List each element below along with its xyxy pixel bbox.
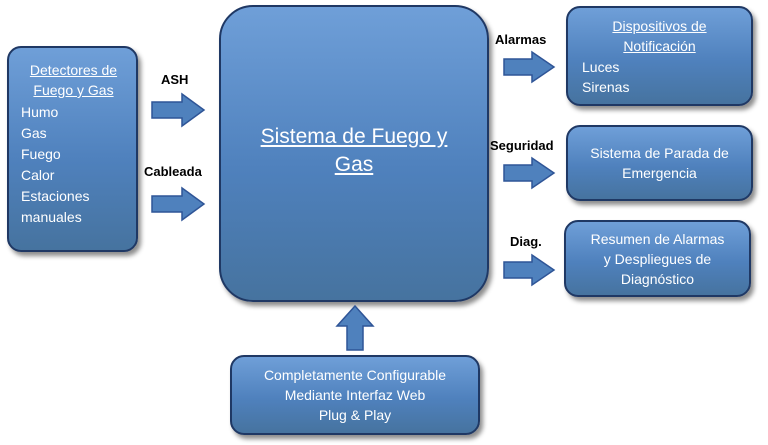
notification-title: Dispositivos de Notificación bbox=[582, 16, 751, 56]
alarms-arrow-icon bbox=[503, 50, 556, 84]
summary-line3: Diagnóstico bbox=[620, 270, 695, 287]
detector-item-fire: Fuego bbox=[21, 146, 61, 162]
notification-item-sirens: Sirenas bbox=[582, 79, 630, 95]
alarms-label: Alarmas bbox=[495, 32, 547, 47]
detectors-title-line1: Detectores de bbox=[29, 62, 118, 78]
security-label: Seguridad bbox=[490, 138, 554, 153]
detector-item-heat: Calor bbox=[21, 167, 55, 183]
config-arrow-icon bbox=[335, 304, 375, 351]
detector-item-stations: Estaciones bbox=[21, 188, 90, 204]
fire-gas-system-box: Sistema de Fuego y Gas bbox=[219, 5, 489, 302]
configuration-box: Completamente Configurable Mediante Inte… bbox=[230, 355, 480, 435]
summary-line2: y Despliegues de bbox=[603, 250, 712, 267]
shutdown-line1: Sistema de Parada de bbox=[590, 145, 729, 161]
config-line1: Completamente Configurable bbox=[263, 367, 447, 383]
emergency-shutdown-box: Sistema de Parada de Emergencia bbox=[566, 125, 753, 201]
diag-label: Diag. bbox=[510, 234, 542, 249]
detectors-title-line2: Fuego y Gas bbox=[33, 82, 114, 98]
alarm-summary-box: Resumen de Alarmas y Despliegues de Diag… bbox=[564, 220, 751, 297]
config-line2: Mediante Interfaz Web bbox=[284, 387, 426, 403]
detectors-box: Detectores de Fuego y Gas Humo Gas Fuego… bbox=[7, 46, 138, 252]
security-arrow-icon bbox=[503, 156, 556, 190]
detectors-title: Detectores de Fuego y Gas bbox=[21, 60, 136, 100]
diag-arrow-icon bbox=[503, 253, 556, 287]
ash-arrow-icon bbox=[151, 92, 206, 128]
summary-line1: Resumen de Alarmas bbox=[590, 230, 725, 247]
wired-arrow-icon bbox=[151, 186, 206, 222]
ash-label: ASH bbox=[161, 72, 189, 87]
detector-item-smoke: Humo bbox=[21, 104, 59, 120]
detector-item-gas: Gas bbox=[21, 125, 47, 141]
system-title-line1: Sistema de Fuego y bbox=[260, 124, 448, 148]
wired-label: Cableada bbox=[144, 164, 202, 179]
notification-item-lights: Luces bbox=[582, 59, 620, 75]
notification-title-line1: Dispositivos de bbox=[612, 18, 707, 34]
system-title-line2: Gas bbox=[334, 152, 374, 176]
notification-devices-box: Dispositivos de Notificación Luces Siren… bbox=[566, 6, 753, 106]
shutdown-line2: Emergencia bbox=[622, 165, 697, 181]
notification-title-line2: Notificación bbox=[623, 38, 696, 54]
detector-item-manual: manuales bbox=[21, 209, 82, 225]
config-line3: Plug & Play bbox=[318, 407, 392, 423]
